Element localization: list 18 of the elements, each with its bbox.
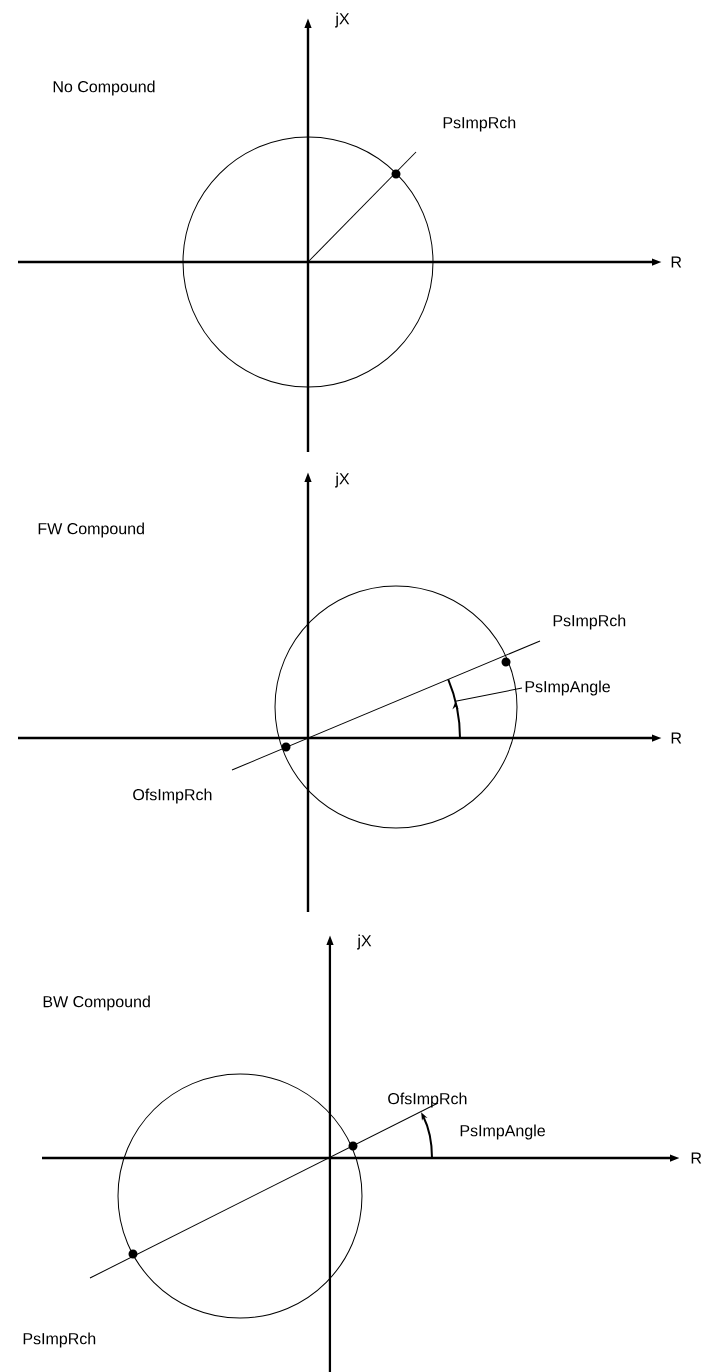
setting-label: OfsImpRch bbox=[133, 788, 212, 804]
setting-label: PsImpRch bbox=[553, 614, 626, 630]
axis-label: jX bbox=[357, 934, 372, 950]
axis-label: R bbox=[691, 1152, 702, 1164]
axis-label: jX bbox=[335, 12, 350, 28]
setting-label: PsImpAngle bbox=[525, 680, 610, 696]
panel-title: No Compound bbox=[53, 80, 155, 96]
axis-label: jX bbox=[335, 472, 350, 488]
setting-label: OfsImpRch bbox=[388, 1092, 467, 1108]
angle-arrow bbox=[447, 678, 461, 739]
axis-label: R bbox=[671, 732, 682, 744]
setting-label: PsImpAngle bbox=[460, 1124, 545, 1140]
axis-label: R bbox=[671, 256, 682, 268]
leader-line bbox=[455, 687, 523, 702]
panel-title: FW Compound bbox=[38, 522, 144, 538]
setting-label: PsImpRch bbox=[23, 1332, 96, 1348]
setting-label: PsImpRch bbox=[443, 116, 516, 132]
panel-title: BW Compound bbox=[43, 995, 150, 1011]
